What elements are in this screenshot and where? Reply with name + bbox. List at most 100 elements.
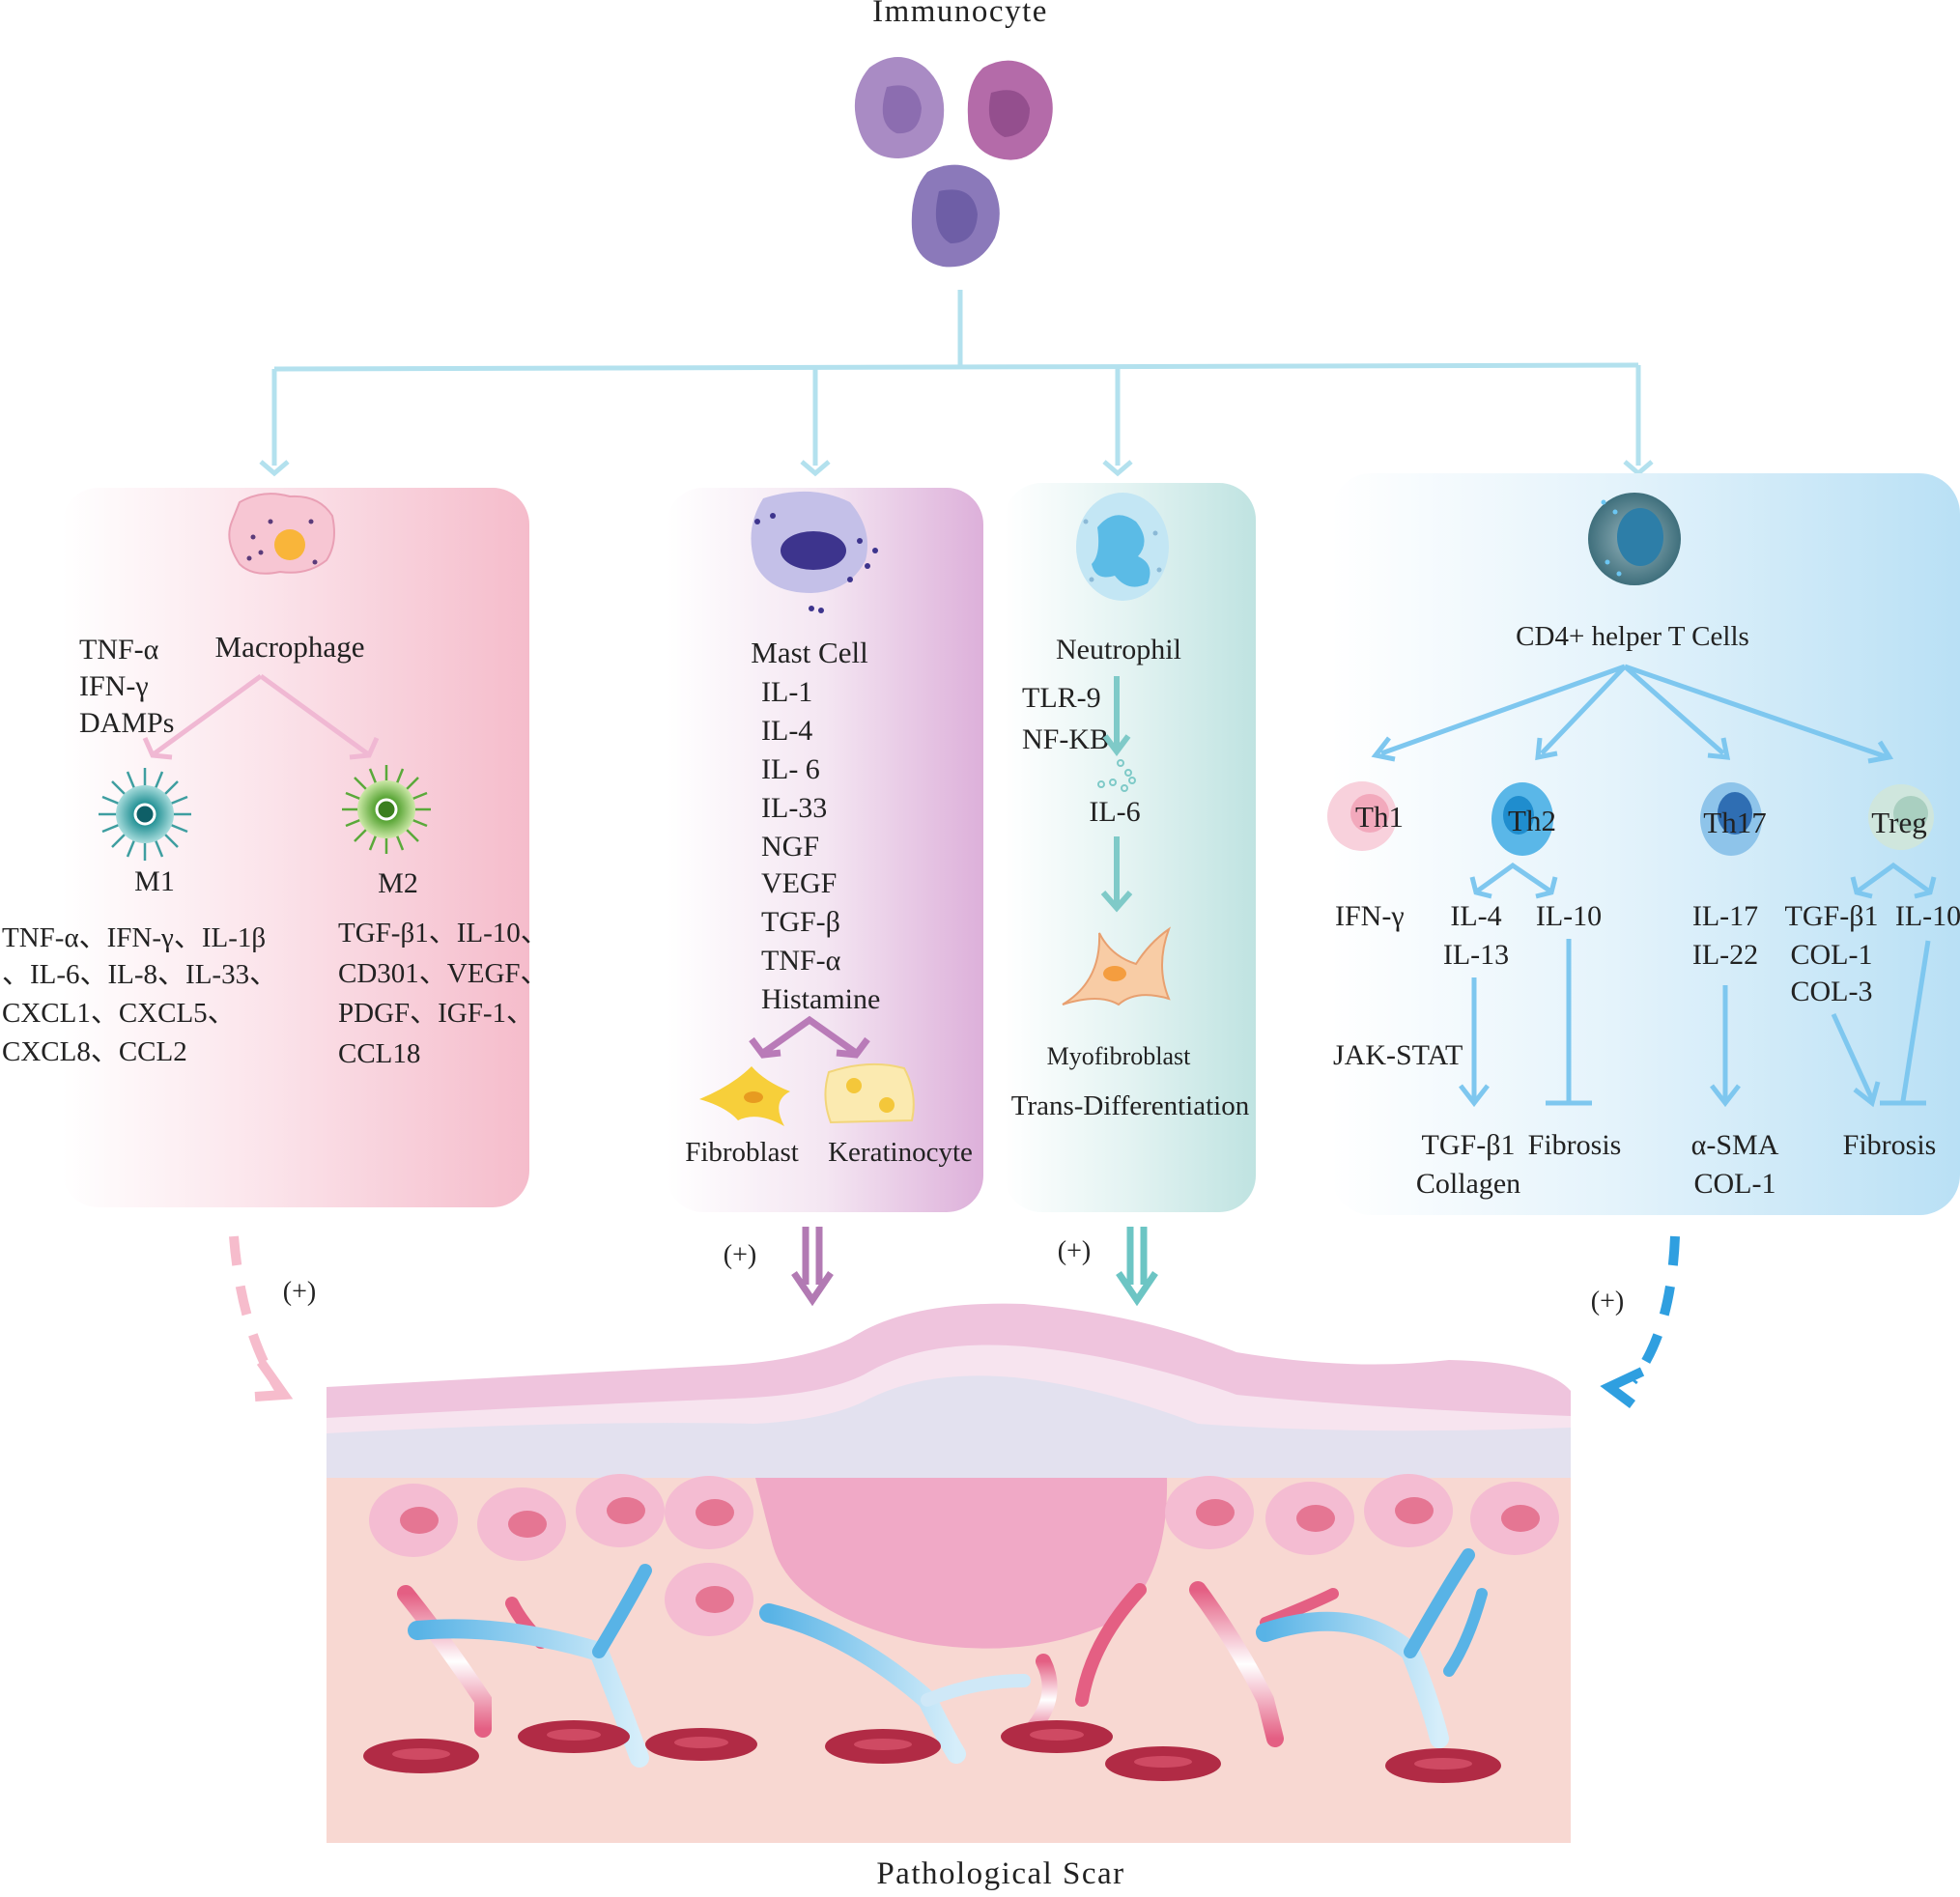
mast-cell-icon <box>751 491 878 613</box>
macrophage-inducer-3: DAMPs <box>79 707 174 739</box>
mast-cell-panel <box>667 488 983 1212</box>
neutrophil-panel <box>1005 483 1256 1212</box>
th2-inhibit-line <box>1546 939 1592 1106</box>
distribution-lines <box>271 290 1641 466</box>
mast-split-arrows <box>749 1015 870 1059</box>
myofibroblast-label: Myofibroblast <box>1047 1042 1192 1070</box>
cd4-tcell-icon <box>1588 493 1681 585</box>
m1-factors-line-3: CXCL1、CXCL5、 <box>2 998 236 1029</box>
th2-left-factor-1: IL-4 <box>1450 900 1501 932</box>
mast-factor-9: Histamine <box>761 983 880 1015</box>
treg-right-factor: IL-10 <box>1895 900 1960 932</box>
immunocyte-cluster <box>854 57 1053 268</box>
tcell-arrowhead <box>1600 1367 1645 1408</box>
mast-factor-8: TNF-α <box>761 945 841 977</box>
m1-factors-line-2: 、IL-6、IL-8、IL-33、 <box>2 959 277 990</box>
mast-contribution-arrow <box>791 1227 834 1307</box>
mast-factor-1: IL-1 <box>761 676 812 708</box>
scar-tissue <box>327 1303 1571 1843</box>
red-blood-cells <box>363 1720 1501 1783</box>
pink-cell-row <box>369 1474 1559 1636</box>
macrophage-panel <box>62 488 529 1207</box>
neutrophil-label: Neutrophil <box>1056 634 1181 665</box>
treg-label: Treg <box>1871 806 1926 839</box>
m2-factors-line-3: PDGF、IGF-1、 <box>338 998 534 1029</box>
treg-split-arrows <box>1850 862 1937 899</box>
keratinocyte-label: Keratinocyte <box>828 1137 973 1168</box>
mast-factor-7: TGF-β <box>761 906 840 938</box>
neutrophil-plus: (+) <box>1058 1236 1091 1266</box>
th2-fibrosis-label: Fibrosis <box>1528 1129 1622 1161</box>
th17-arrow <box>1710 985 1741 1108</box>
mast-factor-5: NGF <box>761 831 819 863</box>
fibroblast-label: Fibroblast <box>685 1137 799 1168</box>
tcell-contribution-arrow <box>1629 1235 1680 1385</box>
th2-label: Th2 <box>1508 804 1556 837</box>
th1-nucleus <box>1350 794 1389 833</box>
mast-factor-6: VEGF <box>761 867 837 899</box>
secretion-dots <box>1097 759 1136 792</box>
th2-output-2: Collagen <box>1416 1168 1520 1200</box>
fibroblast-icon <box>699 1066 790 1126</box>
neutrophil-arrow-1 <box>1102 676 1131 756</box>
mast-cell-label: Mast Cell <box>751 636 867 669</box>
treg-nucleus <box>1893 796 1928 831</box>
th1-label: Th1 <box>1355 800 1404 834</box>
m2-cell-icon <box>342 765 431 854</box>
footer-label: Pathological Scar <box>876 1856 1124 1891</box>
m2-factors-line-1: TGF-β1、IL-10、 <box>338 918 549 948</box>
th2-right-factor: IL-10 <box>1536 900 1602 932</box>
treg-left-factor-3: COL-3 <box>1791 976 1873 1007</box>
tcell-panel <box>1331 473 1960 1215</box>
th2-output-1: TGF-β1 <box>1422 1129 1516 1161</box>
th2-nucleus <box>1503 796 1534 835</box>
th2-left-factor-2: IL-13 <box>1443 939 1509 971</box>
macrophage-label: Macrophage <box>215 630 365 664</box>
th17-factor-2: IL-22 <box>1692 939 1758 971</box>
tcell-split-arrows <box>1371 664 1894 764</box>
neutrophil-pathway-2: NF-KB <box>1022 723 1109 755</box>
trans-differentiation-label: Trans-Differentiation <box>1011 1090 1250 1121</box>
m2-factors-line-2: CD301、VEGF、 <box>338 958 549 989</box>
macrophage-contribution-arrow <box>229 1235 285 1394</box>
treg-left-factor-2: COL-1 <box>1791 939 1873 971</box>
neutrophil-contribution-arrow <box>1116 1227 1158 1307</box>
m2-label: M2 <box>378 867 418 899</box>
treg-fibrosis-label: Fibrosis <box>1843 1129 1937 1161</box>
mast-factor-2: IL-4 <box>761 715 812 747</box>
jak-stat-label: JAK-STAT <box>1333 1039 1463 1071</box>
m1-factors-line-1: TNF-α、IFN-γ、IL-1β <box>2 922 266 953</box>
neutrophil-pathway-1: TLR-9 <box>1022 682 1101 714</box>
th17-nucleus <box>1718 792 1752 835</box>
myofibroblast-icon <box>1062 926 1172 1006</box>
m1-label: M1 <box>134 865 175 897</box>
neutrophil-mediator: IL-6 <box>1089 796 1140 828</box>
mast-factor-4: IL-33 <box>761 792 827 824</box>
th17-output-1: α-SMA <box>1691 1129 1779 1161</box>
neutrophil-arrow-2 <box>1100 836 1133 913</box>
th2-split-arrows <box>1469 862 1558 899</box>
neutrophil-icon <box>1076 493 1169 601</box>
th17-label: Th17 <box>1703 806 1766 839</box>
treg-inhibit-line <box>1880 940 1931 1106</box>
treg-promote-arrow <box>1831 1012 1881 1108</box>
scar-mass <box>755 1478 1168 1649</box>
tcell-plus: (+) <box>1591 1287 1624 1317</box>
immunocyte-nucleus-1 <box>882 85 922 134</box>
macrophage-icon <box>228 493 335 575</box>
macrophage-inducer-2: IFN-γ <box>79 670 149 702</box>
th2-promote-arrow <box>1459 977 1490 1108</box>
macrophage-arrowhead <box>254 1359 294 1402</box>
macrophage-split-arrows <box>142 673 380 760</box>
immunocyte-nucleus-3 <box>935 189 978 243</box>
keratinocyte-icon <box>824 1062 915 1124</box>
mast-plus: (+) <box>724 1240 756 1270</box>
mast-factor-3: IL- 6 <box>761 753 820 785</box>
m1-cell-icon <box>99 768 191 861</box>
th17-output-2: COL-1 <box>1694 1168 1776 1200</box>
th1-factor: IFN-γ <box>1335 900 1405 932</box>
cd4-tcell-label: CD4+ helper T Cells <box>1516 621 1749 652</box>
macrophage-inducer-1: TNF-α <box>79 634 159 665</box>
